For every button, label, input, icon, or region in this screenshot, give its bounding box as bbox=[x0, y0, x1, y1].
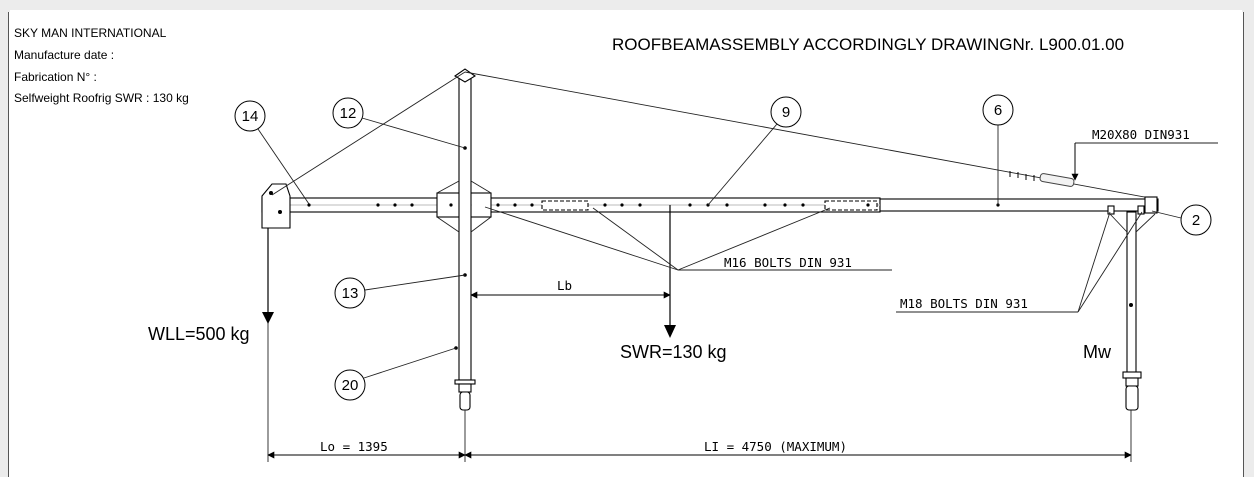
right-support-column bbox=[1126, 211, 1137, 378]
fabrication-number-label: Fabrication N° : bbox=[14, 70, 97, 84]
drawing-title: ROOFBEAMASSEMBLY ACCORDINGLY DRAWINGNr. … bbox=[612, 35, 1124, 54]
left-tie-cable bbox=[271, 71, 466, 196]
balloon-6: 6 bbox=[982, 94, 1014, 205]
m16-leader-lines bbox=[484, 206, 892, 271]
manufacture-date-label: Manufacture date : bbox=[14, 48, 114, 62]
lo-dimension-label: Lo = 1395 bbox=[320, 439, 388, 454]
mast-foot-plate bbox=[454, 379, 476, 385]
vertical-mast bbox=[458, 74, 472, 381]
selfweight-label: Selfweight Roofrig SWR : 130 kg bbox=[14, 91, 189, 105]
right-tie-cable bbox=[464, 71, 1151, 199]
right-foot-plate bbox=[1122, 371, 1142, 379]
svg-text:2: 2 bbox=[1192, 212, 1200, 229]
company-name: SKY MAN INTERNATIONAL bbox=[14, 26, 167, 40]
m18-leader-lines bbox=[896, 211, 1143, 313]
beam-joint-2 bbox=[824, 200, 878, 211]
m18-bolts-label: M18 BOLTS DIN 931 bbox=[900, 296, 1028, 311]
lb-label: Lb bbox=[557, 278, 572, 293]
mast-top-cap bbox=[453, 68, 477, 83]
svg-text:13: 13 bbox=[342, 285, 359, 302]
balloon-12: 12 bbox=[332, 97, 466, 149]
svg-text:6: 6 bbox=[994, 102, 1002, 119]
wll-label: WLL=500 kg bbox=[148, 324, 250, 344]
beam-holes bbox=[307, 203, 1000, 207]
beam-joint-1 bbox=[541, 200, 589, 211]
left-end-plate bbox=[261, 183, 291, 229]
balloon-13: 13 bbox=[334, 274, 466, 309]
swr-label: SWR=130 kg bbox=[620, 342, 727, 362]
turnbuckle bbox=[1039, 173, 1075, 187]
balloon-9: 9 bbox=[707, 96, 802, 206]
svg-text:20: 20 bbox=[342, 377, 359, 394]
balloon-20: 20 bbox=[334, 347, 457, 401]
right-end-plate bbox=[1144, 196, 1158, 214]
svg-text:9: 9 bbox=[782, 104, 790, 121]
balloon-2: 2 bbox=[1151, 204, 1212, 236]
mw-label: Mw bbox=[1083, 342, 1112, 362]
svg-text:12: 12 bbox=[340, 105, 357, 122]
m20-bolt-label: M20X80 DIN931 bbox=[1092, 127, 1190, 142]
balloon-14: 14 bbox=[234, 100, 310, 205]
right-foot-wheel bbox=[1125, 385, 1139, 411]
li-dimension-label: LI = 4750 (MAXIMUM) bbox=[704, 439, 847, 454]
mast-foot-wheel bbox=[459, 391, 471, 411]
drawing-sheet bbox=[8, 12, 1244, 477]
m16-bolts-label: M16 BOLTS DIN 931 bbox=[724, 255, 852, 270]
svg-text:14: 14 bbox=[242, 108, 259, 125]
cable-clamps bbox=[1009, 171, 1035, 181]
beam-extension bbox=[879, 198, 1159, 212]
